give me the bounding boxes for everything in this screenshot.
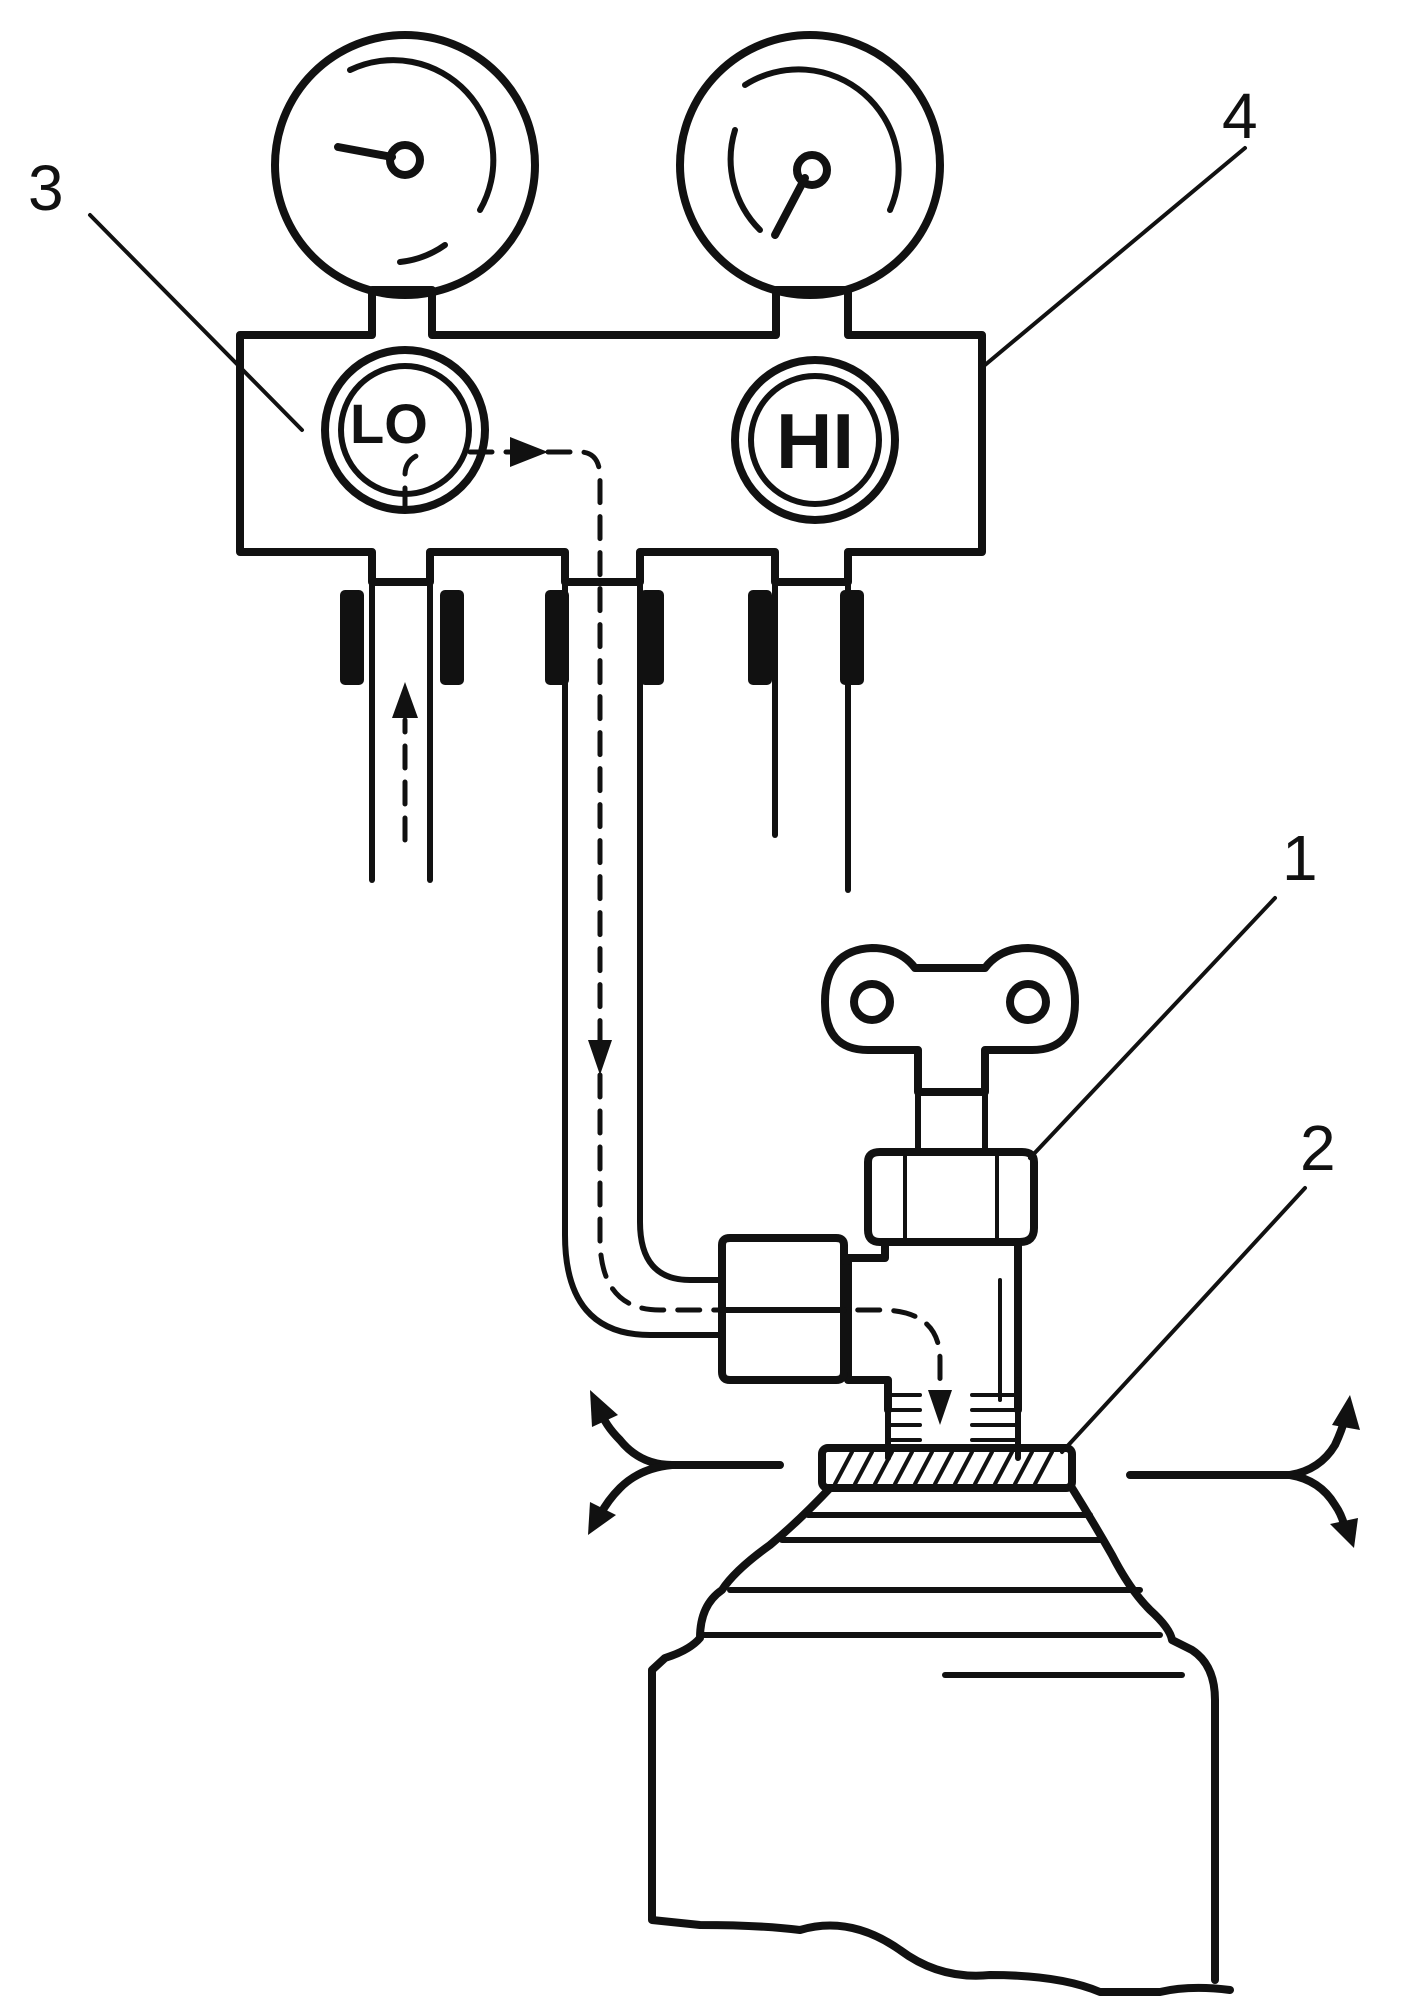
gasket bbox=[818, 1444, 1076, 1492]
callout-4: 4 bbox=[1222, 80, 1258, 152]
gas-release-arrows-left bbox=[588, 1390, 784, 1535]
high-side-hose bbox=[772, 579, 851, 893]
high-pressure-gauge bbox=[676, 31, 944, 299]
callout-leaders bbox=[88, 146, 1307, 1454]
high-side-valve: HI bbox=[731, 356, 899, 524]
low-valve-label: LO bbox=[350, 392, 428, 455]
callout-2: 2 bbox=[1300, 1112, 1336, 1184]
callout-3: 3 bbox=[28, 152, 64, 224]
low-side-valve: LO bbox=[321, 346, 489, 514]
can-tap-valve bbox=[821, 944, 1079, 1461]
low-pressure-gauge bbox=[271, 31, 539, 299]
hose-fittings bbox=[340, 590, 864, 685]
refrigerant-can bbox=[648, 1484, 1234, 1996]
low-side-hose bbox=[369, 579, 433, 883]
hose-coupling bbox=[718, 1234, 851, 1384]
callout-1: 1 bbox=[1282, 822, 1318, 894]
service-hose bbox=[467, 437, 952, 1425]
gas-release-arrows-right bbox=[1126, 1395, 1360, 1548]
high-valve-label: HI bbox=[776, 397, 854, 485]
